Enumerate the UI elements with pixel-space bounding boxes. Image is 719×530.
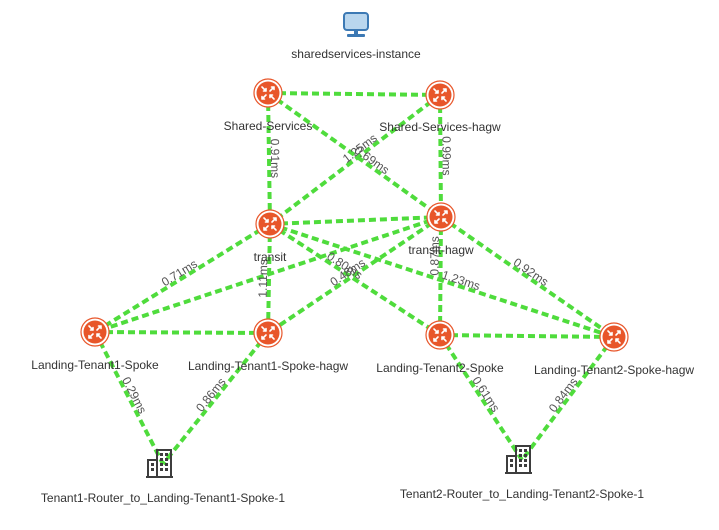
router-icon [80,317,110,347]
link-landing-tenant1-spoke-to-tenant1-router[interactable] [93,331,165,465]
link-landing-tenant2-spoke-to-tenant2-router[interactable] [438,333,524,462]
node-label: Tenant2-Router_to_Landing-Tenant2-Spoke-… [400,487,644,501]
router-icon [253,78,283,108]
link-transit-to-landing-tenant2-spoke-hagw[interactable] [269,222,615,339]
link-latency-label: 0.92ms [511,255,551,289]
link-shared-services-hagw-to-transit[interactable] [268,93,442,226]
link-latency-label: 0.29ms [119,375,149,416]
router-icon [426,202,456,232]
router-icon [425,80,455,110]
node-transit[interactable]: transit [254,209,287,264]
node-label: Landing-Tenant2-Spoke-hagw [534,363,694,377]
node-label: Shared-Services [224,119,313,133]
link-transit-hagw-to-landing-tenant2-spoke[interactable] [438,216,443,336]
node-label: Landing-Tenant1-Spoke [31,358,159,372]
node-label: sharedservices-instance [291,47,421,61]
router-icon [425,320,455,350]
link-latency-label: 0.61ms [469,374,502,415]
node-transit-hagw[interactable]: transit-hagw [408,202,474,257]
node-label: transit [254,250,287,264]
link-transit-hagw-to-landing-tenant2-spoke-hagw[interactable] [439,215,616,339]
link-transit-to-landing-tenant2-spoke[interactable] [268,222,442,337]
link-latency-label: 1.11ms [256,259,271,298]
link-landing-tenant2-spoke-hagw-to-tenant2-router[interactable] [520,335,616,462]
link-transit-to-landing-tenant1-spoke[interactable] [93,222,272,334]
links-layer [93,91,616,466]
node-tenant1-router[interactable]: Tenant1-Router_to_Landing-Tenant1-Spoke-… [41,449,285,505]
node-landing-tenant2-spoke-hagw[interactable]: Landing-Tenant2-Spoke-hagw [534,322,694,377]
link-latency-label: 0.87ms [427,236,441,275]
link-landing-tenant1-spoke-to-landing-tenant1-spoke-hagw[interactable] [94,330,269,335]
node-shared-services[interactable]: Shared-Services [224,78,313,133]
link-latency-label: 0.99ms [439,136,453,175]
link-landing-tenant1-spoke-hagw-to-tenant1-router[interactable] [161,331,270,466]
building-icon [146,449,173,478]
node-landing-tenant1-spoke-hagw[interactable]: Landing-Tenant1-Spoke-hagw [188,318,348,373]
building-icon [505,445,532,474]
router-icon [255,209,285,239]
monitor-icon [343,12,369,37]
link-shared-services-to-shared-services-hagw[interactable] [267,91,441,97]
node-label: Landing-Tenant1-Spoke-hagw [188,359,348,373]
node-label: Shared-Services-hagw [379,120,501,134]
node-landing-tenant1-spoke[interactable]: Landing-Tenant1-Spoke [31,317,159,372]
link-latency-label: 0.91ms [268,139,283,179]
node-label: Landing-Tenant2-Spoke [376,361,504,375]
link-latency-label: 0.84ms [546,375,581,415]
link-transit-hagw-to-landing-tenant1-spoke-hagw[interactable] [266,215,443,335]
link-landing-tenant2-spoke-to-landing-tenant2-spoke-hagw[interactable] [439,333,615,339]
link-shared-services-hagw-to-transit-hagw[interactable] [438,94,443,218]
router-icon [599,322,629,352]
link-latency-label: 1.23ms [440,268,482,294]
router-icon [253,318,283,348]
node-landing-tenant2-spoke[interactable]: Landing-Tenant2-Spoke [376,320,504,375]
node-label: transit-hagw [408,243,474,257]
link-transit-to-transit-hagw[interactable] [269,215,442,226]
node-tenant2-router[interactable]: Tenant2-Router_to_Landing-Tenant2-Spoke-… [400,445,644,501]
node-shared-services-hagw[interactable]: Shared-Services-hagw [379,80,501,134]
node-label: Tenant1-Router_to_Landing-Tenant1-Spoke-… [41,491,285,505]
link-latency-label: 0.86ms [193,375,229,414]
link-transit-hagw-to-landing-tenant1-spoke[interactable] [94,215,442,334]
node-sharedservices-instance[interactable]: sharedservices-instance [291,12,421,61]
link-transit-to-landing-tenant1-spoke-hagw[interactable] [266,223,272,334]
link-shared-services-to-transit-hagw[interactable] [266,91,443,219]
